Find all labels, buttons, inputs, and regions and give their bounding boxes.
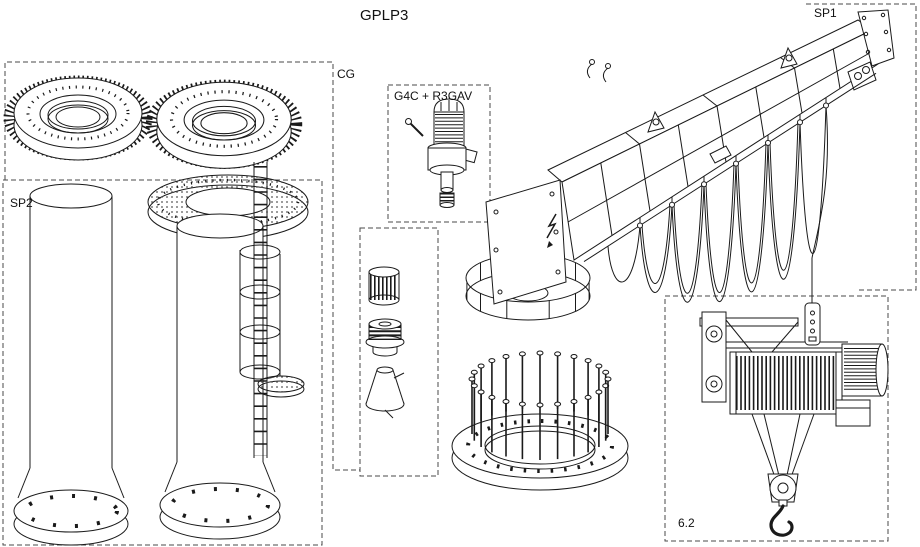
slewing-ring-left [9,78,147,160]
pinion-gear [365,318,405,357]
pillar-column-right [159,213,281,540]
mounting-cone [365,366,405,419]
pillar-column-left [13,183,129,546]
dashed-group-sp1-outline [806,3,917,291]
label-cg: CG [337,67,355,81]
dashed-group-gearmotor-outline [387,84,491,223]
hook-block [767,473,799,537]
label-sp1: SP1 [814,6,837,20]
wire-rope-hoist [699,311,889,481]
festoon-cables [583,72,877,303]
dashed-group-hoist-outline [664,295,889,542]
jib-boom [465,9,895,321]
page-title: GPLP3 [360,7,408,24]
ladder-safety-cage [239,162,305,458]
dashed-group-parts-outline [359,227,439,477]
label-hoist-item: 6.2 [678,516,695,530]
gear-motor [405,98,478,208]
pendant-control [804,258,821,346]
label-sp2: SP2 [10,196,33,210]
dashed-group-sp2-outline [2,179,323,546]
label-gearmotor: G4C + R3GAV [394,89,472,103]
stud-slewing-ring [451,350,629,491]
slewing-ring-right [152,82,297,168]
splined-coupling [368,266,400,306]
